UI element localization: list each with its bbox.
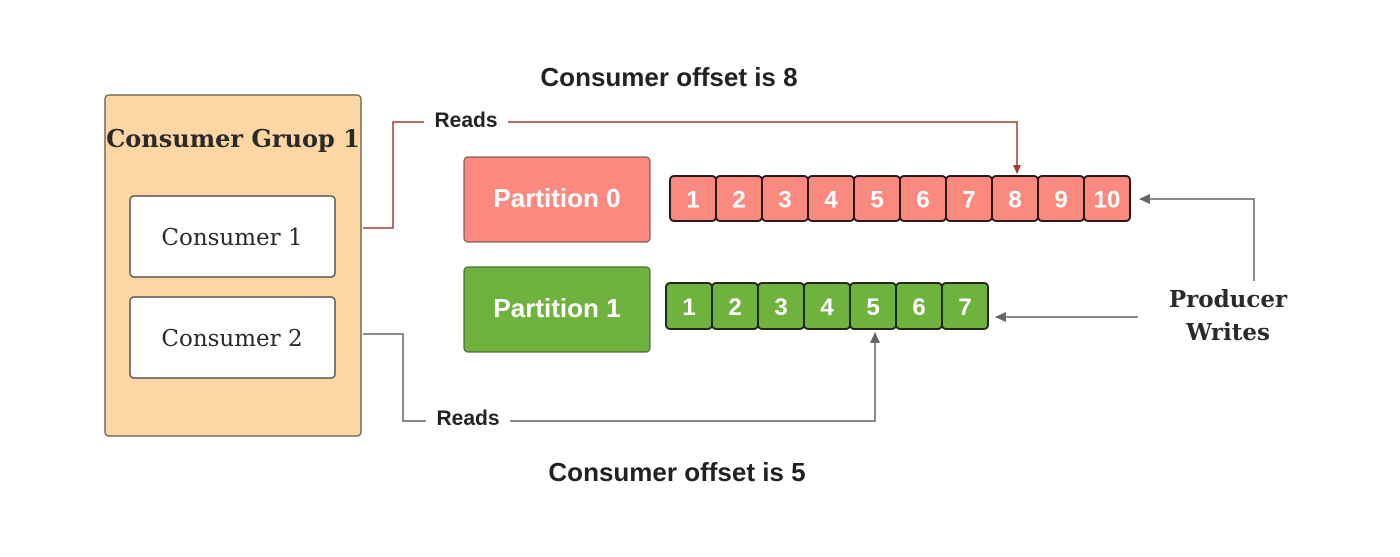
message-offset-label: 5 [870,187,883,214]
partition-0-label: Partition 0 [493,183,620,213]
partition-1-message-cell: 3 [757,282,805,330]
partition-1-message-cell: 6 [895,282,943,330]
consumer-group-title: Consumer Gruop 1 [106,124,360,153]
message-offset-label: 9 [1054,187,1067,214]
message-offset-label: 1 [682,294,695,321]
message-offset-label: 5 [866,294,879,321]
read-arrow-top [363,121,1021,229]
reads-label-bottom-bg [426,404,510,432]
reads-label-top-bg [424,106,508,134]
producer-arrow-p0 [1139,194,1255,281]
message-offset-label: 3 [778,187,791,214]
consumer-2-box[interactable]: Consumer 2 [129,296,336,379]
partition-0-message-cell: 7 [945,175,993,222]
partition-1-message-cell: 7 [941,282,989,330]
message-offset-label: 2 [728,294,741,321]
message-offset-label: 4 [824,187,838,214]
reads-label-top: Reads [434,109,497,132]
consumer-2-label: Consumer 2 [161,326,302,352]
producer-label-line2: Writes [1185,319,1270,346]
message-offset-label: 8 [1008,187,1021,214]
partition-1-label: Partition 1 [493,293,620,323]
partition-1-message-cell: 5 [849,282,897,330]
partition-0-message-cell: 8 [991,175,1039,222]
partition-1-messages: 1 2 3 4 5 6 7 [665,282,989,330]
message-offset-label: 7 [958,294,971,321]
reads-label-bottom: Reads [436,407,499,430]
partition-1-message-cell: 1 [665,282,713,330]
partition-1-message-cell: 4 [803,282,851,330]
partition-0-message-cell: 3 [761,175,809,222]
consumer-1-box[interactable]: Consumer 1 [129,195,336,278]
offset-heading-bottom: Consumer offset is 5 [548,457,805,487]
consumer-1-label: Consumer 1 [161,225,302,251]
partition-0-message-cell: 6 [899,175,947,222]
message-offset-label: 3 [774,294,787,321]
producer-label-line1: Producer [1169,286,1288,313]
partition-0-message-cell: 2 [715,175,763,222]
partition-0-message-cell: 1 [669,175,717,222]
message-offset-label: 10 [1094,187,1121,214]
partition-1-message-cell: 2 [711,282,759,330]
offset-heading-top: Consumer offset is 8 [540,62,797,92]
partition-0-message-cell: 10 [1083,175,1131,222]
message-cell-box [1083,175,1131,222]
message-offset-label: 4 [820,294,834,321]
partition-0-message-cell: 9 [1037,175,1085,222]
partition-0-box: Partition 0 [463,156,651,243]
message-offset-label: 7 [962,187,975,214]
read-arrow-bottom [363,332,880,422]
message-cell-box [941,282,989,330]
partition-0-message-cell: 4 [807,175,855,222]
message-offset-label: 6 [912,294,925,321]
partition-0-messages: 1 2 3 4 5 6 7 8 9 10 [669,175,1131,222]
message-offset-label: 2 [732,187,745,214]
message-offset-label: 6 [916,187,929,214]
partition-1-box: Partition 1 [463,266,651,353]
message-offset-label: 1 [686,187,699,214]
partition-0-message-cell: 5 [853,175,901,222]
